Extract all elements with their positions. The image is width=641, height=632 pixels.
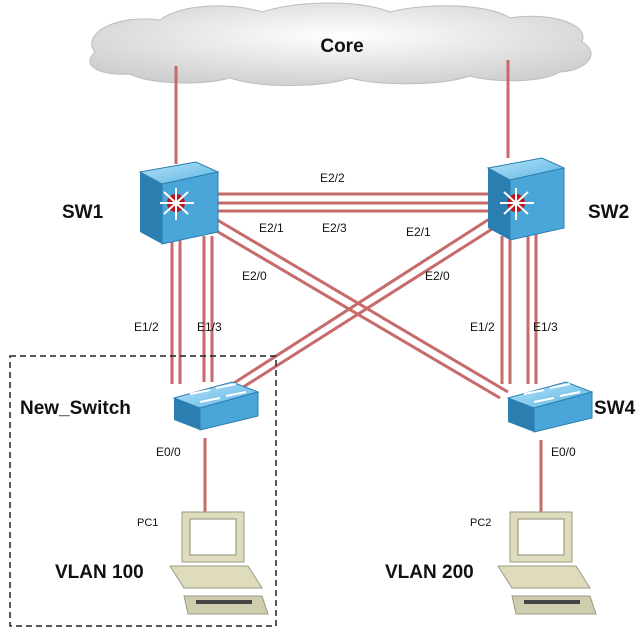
port-label: E1/3 [533,320,558,334]
port-label: E2/0 [425,269,450,283]
pc2-computer[interactable] [497,511,597,615]
pc1-computer[interactable] [169,511,269,615]
monitor-screen [189,518,237,556]
sw2-switch[interactable] [486,157,566,241]
new-switch[interactable] [172,381,260,431]
links [170,60,543,512]
new-switch-boundary [9,355,277,627]
core-cloud: Core [89,2,592,86]
port-label: E2/1 [406,225,431,239]
link-sw2-sw4 [500,232,538,384]
pc1-vlan-label: VLAN 100 [55,562,144,583]
sw1-switch[interactable] [138,161,220,245]
port-label: E1/3 [197,320,222,334]
keyboard-icon [511,595,597,615]
port-label: E0/0 [551,445,576,459]
port-label: E0/0 [156,445,181,459]
port-label: E1/2 [470,320,495,334]
core-label: Core [320,36,363,57]
port-labels: E2/2 E2/1 E2/3 E2/1 E2/0 E2/0 E1/2 E1/3 … [134,171,576,459]
port-label: E2/3 [322,221,347,235]
sw4-switch[interactable] [506,381,594,433]
port-label: E2/0 [242,269,267,283]
sw4-label: SW4 [594,398,636,419]
pc2-vlan-label: VLAN 200 [385,562,474,583]
link-sw2-new-switch [219,214,501,400]
new-switch-label: New_Switch [20,398,131,419]
sw2-label: SW2 [588,202,629,223]
monitor-screen [517,518,565,556]
link-sw1-new-switch [170,236,214,384]
sw1-label: SW1 [62,202,104,223]
port-label: E1/2 [134,320,159,334]
link-sw1-sw4 [207,216,509,400]
keyboard-icon [183,595,269,615]
pc2-label: PC2 [470,517,491,529]
pc1-label: PC1 [137,517,158,529]
link-sw1-sw2 [214,192,494,213]
switch-arrows-icon [189,383,247,403]
switch-arrows-icon [523,383,581,403]
port-label: E2/2 [320,171,345,185]
port-label: E2/1 [259,221,284,235]
